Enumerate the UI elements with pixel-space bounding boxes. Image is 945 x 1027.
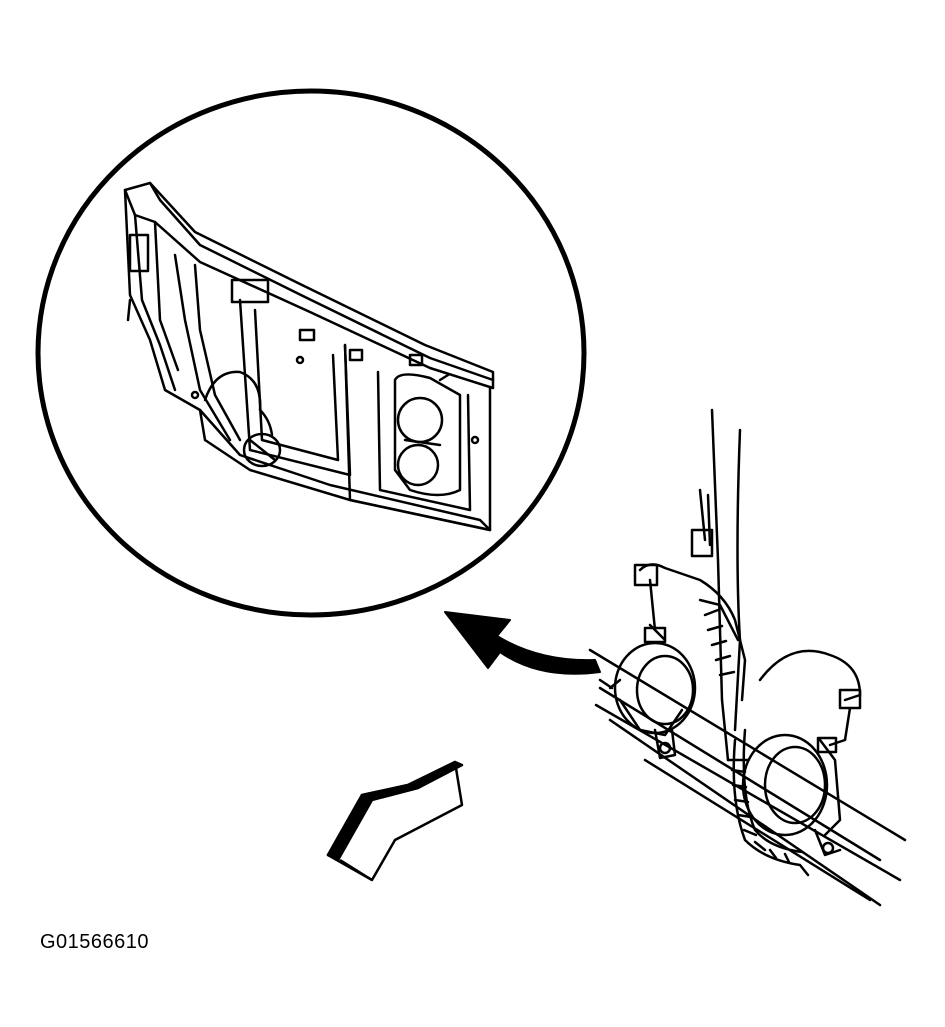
detail-callout-arrow-icon	[444, 611, 601, 675]
detail-view	[35, 88, 587, 618]
horn-assembly-illustration	[588, 408, 907, 907]
figure-id-label: G01566610	[40, 931, 150, 953]
vehicle-front-arrow-icon	[326, 760, 464, 882]
radiator-support-illustration	[123, 181, 495, 532]
detail-circle	[35, 88, 587, 618]
